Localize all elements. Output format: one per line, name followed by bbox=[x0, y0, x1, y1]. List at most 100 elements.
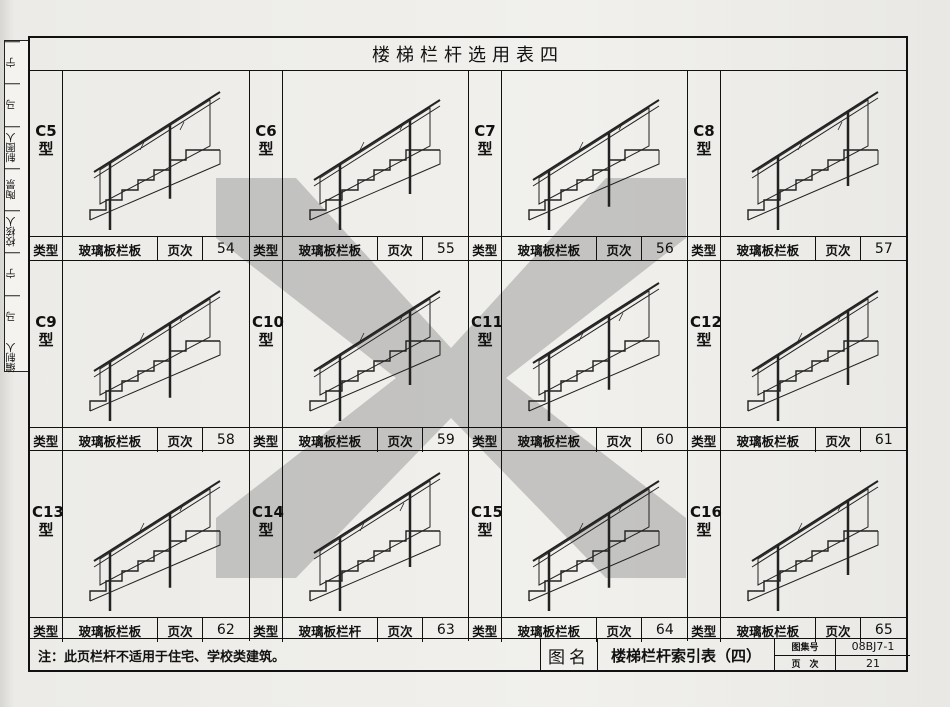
page-number: 21 bbox=[866, 656, 880, 670]
type-suffix: 型 bbox=[477, 521, 493, 539]
type-suffix: 型 bbox=[38, 140, 54, 158]
caption-type-label: 类型 bbox=[688, 428, 721, 452]
caption-type-label: 类型 bbox=[688, 237, 721, 261]
type-suffix: 型 bbox=[696, 331, 712, 349]
railing-drawing bbox=[738, 80, 888, 234]
railing-drawing bbox=[738, 271, 888, 430]
type-code: C11 bbox=[471, 313, 503, 331]
signature-cell: 马 bbox=[5, 83, 20, 126]
caption-page-label: 页次 bbox=[816, 428, 861, 452]
label-divider bbox=[720, 70, 721, 236]
type-code: C10 bbox=[252, 313, 284, 331]
panel-caption: 类型玻璃板栏板页次 56 bbox=[469, 236, 688, 261]
type-code: C5 bbox=[35, 122, 57, 140]
railing-drawing-icon bbox=[309, 290, 441, 430]
caption-page-number: 55 bbox=[436, 241, 455, 257]
caption-material: 玻璃板栏板 bbox=[63, 618, 159, 642]
caption-page-label: 页次 bbox=[158, 618, 203, 642]
railing-drawing-icon bbox=[747, 290, 879, 430]
caption-material: 玻璃板栏板 bbox=[63, 428, 159, 452]
caption-type-label: 类型 bbox=[30, 428, 63, 452]
caption-page-number: 57 bbox=[874, 241, 893, 257]
railing-drawing bbox=[300, 271, 450, 430]
type-code: C9 bbox=[35, 313, 57, 331]
railing-drawing bbox=[300, 80, 450, 239]
type-code: C14 bbox=[252, 503, 284, 521]
caption-type-label: 类型 bbox=[469, 237, 502, 261]
railing-drawing-icon bbox=[89, 91, 221, 237]
railing-drawing bbox=[738, 461, 888, 620]
caption-type-label: 类型 bbox=[250, 237, 283, 261]
type-code: C12 bbox=[690, 313, 722, 331]
label-divider bbox=[282, 261, 283, 427]
caption-page-number: 64 bbox=[655, 622, 674, 638]
caption-type-label: 类型 bbox=[469, 428, 502, 452]
footer-note: 注：此页栏杆不适用于住宅、学校类建筑。 bbox=[38, 650, 286, 665]
caption-page-label: 页次 bbox=[597, 237, 642, 261]
caption-page-label: 页次 bbox=[378, 618, 423, 642]
caption-page-label: 页次 bbox=[597, 428, 642, 452]
railing-drawing-icon bbox=[747, 91, 879, 231]
label-divider bbox=[62, 451, 63, 617]
drawing-name-label: 图名 bbox=[541, 639, 598, 671]
signature-cell: 马 bbox=[5, 294, 20, 337]
signature-cell: 宁 bbox=[5, 41, 20, 84]
railing-drawing-icon bbox=[89, 290, 221, 436]
signature-cell: 制图人 bbox=[5, 125, 20, 168]
caption-page-number: 65 bbox=[874, 622, 893, 638]
type-suffix: 型 bbox=[258, 521, 274, 539]
railing-drawing bbox=[300, 461, 450, 615]
signature-strip: 宁马制图人陶景校核人宁马编制人 bbox=[4, 40, 30, 372]
type-code: C7 bbox=[474, 122, 496, 140]
page-title: 楼梯栏杆选用表四 bbox=[30, 38, 906, 71]
caption-type-label: 类型 bbox=[688, 618, 721, 642]
railing-drawing bbox=[80, 461, 230, 626]
railing-drawing bbox=[80, 80, 230, 237]
signature-cell: 编制人 bbox=[7, 342, 18, 373]
caption-page-label: 页次 bbox=[158, 237, 203, 261]
caption-type-label: 类型 bbox=[469, 618, 502, 642]
caption-material: 玻璃板栏板 bbox=[502, 428, 598, 452]
label-divider bbox=[501, 261, 502, 427]
title-block-values: 08BJ7-1 21 bbox=[836, 639, 910, 671]
panel-caption: 类型玻璃板栏板页次 62 bbox=[30, 617, 249, 642]
caption-type-label: 类型 bbox=[30, 618, 63, 642]
caption-material: 玻璃板栏板 bbox=[502, 618, 598, 642]
railing-drawing-icon bbox=[528, 282, 660, 428]
caption-page-label: 页次 bbox=[378, 237, 423, 261]
caption-page-number: 62 bbox=[216, 622, 235, 638]
caption-material: 玻璃板栏板 bbox=[721, 237, 817, 261]
railing-drawing-icon bbox=[309, 472, 441, 612]
caption-page-label: 页次 bbox=[378, 428, 423, 452]
type-suffix: 型 bbox=[696, 521, 712, 539]
type-code: C13 bbox=[32, 503, 64, 521]
caption-page-number: 54 bbox=[216, 241, 235, 257]
caption-material: 玻璃板栏板 bbox=[63, 237, 159, 261]
type-code: C16 bbox=[690, 503, 722, 521]
label-divider bbox=[501, 70, 502, 236]
caption-page-number: 56 bbox=[655, 241, 674, 257]
caption-material: 玻璃板栏板 bbox=[283, 428, 379, 452]
caption-material: 玻璃板栏板 bbox=[502, 237, 598, 261]
title-block: 注：此页栏杆不适用于住宅、学校类建筑。 图名 楼梯栏杆索引表（四） 图集号 页 … bbox=[30, 638, 910, 671]
